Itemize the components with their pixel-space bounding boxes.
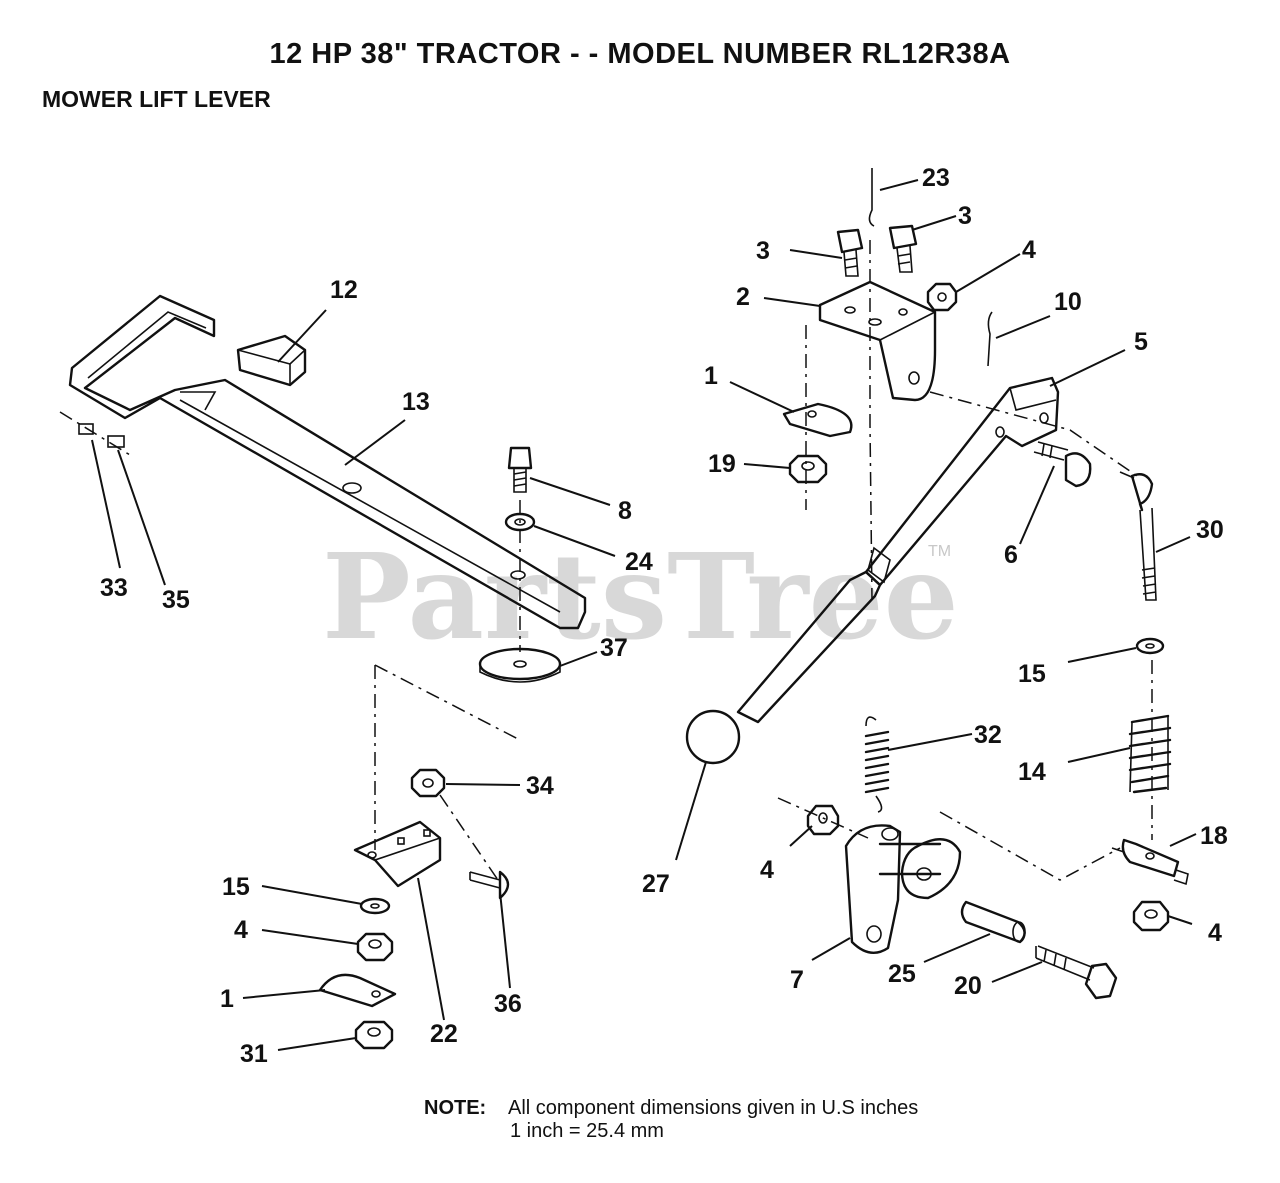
leader-lines [91,179,1197,1051]
label-23: 23 [922,164,950,192]
label-19: 19 [708,450,736,478]
label-25: 25 [888,960,916,988]
label-5: 5 [1134,328,1148,356]
label-20: 20 [954,972,982,1000]
label-33: 33 [100,574,128,602]
label-10: 10 [1054,288,1082,316]
ferrule-18 [1111,838,1189,886]
label-3-right: 3 [958,202,972,230]
label-27: 27 [642,870,670,898]
pin-33 [78,423,94,435]
pin-23 [868,168,875,227]
bolt-20 [1035,945,1118,1000]
label-4-mid: 4 [760,856,774,884]
label-18: 18 [1200,822,1228,850]
label-31: 31 [240,1040,268,1068]
label-12: 12 [330,276,358,304]
bolt-3-left [836,228,864,277]
watermark-trademark: TM [928,543,951,560]
label-34: 34 [526,772,554,800]
diagram-title: 12 HP 38" TRACTOR - - MODEL NUMBER RL12R… [269,38,1011,70]
spacer-tube-25 [960,900,1026,944]
label-13: 13 [402,388,430,416]
label-6: 6 [1004,541,1018,569]
watermark-text: PartsTree [322,527,959,666]
washer-15-right [1135,637,1165,655]
nut-4-bottom-right [1132,900,1170,932]
label-4-top: 4 [1022,236,1036,264]
eye-rod-30 [1119,471,1157,601]
bolt-36 [469,870,510,900]
nut-4-mid [806,804,840,836]
callout-labels: 12 13 33 35 8 24 37 34 15 4 1 31 22 36 2… [100,164,1228,1068]
shoulder-bolt-6 [1033,441,1092,488]
washer-15-left [359,897,391,915]
note-line-2: 1 inch = 25.4 mm [510,1120,664,1142]
note-label: NOTE: [424,1097,487,1119]
clip-1-left [318,973,397,1008]
compression-spring-14 [1128,714,1172,794]
label-7: 7 [790,966,804,994]
section-title: MOWER LIFT LEVER [42,86,271,112]
lift-handle-13 [68,294,587,630]
bracket-2 [818,280,937,402]
spacer-disc-37 [478,647,562,683]
label-37: 37 [600,634,628,662]
label-1-upper: 1 [704,362,718,390]
label-32: 32 [974,721,1002,749]
knob-27 [685,709,741,765]
nut-31 [354,1020,394,1050]
nut-4-left [356,932,394,962]
label-22: 22 [430,1020,458,1048]
note-line-1: All component dimensions given in U.S in… [508,1097,919,1119]
label-30: 30 [1196,516,1224,544]
nut-19 [788,454,828,484]
pivot-bracket-7 [844,824,962,954]
label-2: 2 [736,283,750,311]
label-14: 14 [1018,758,1046,786]
bolt-8 [507,446,533,493]
cotter-pin-10 [987,311,993,367]
nut-34 [410,768,446,798]
pin-35 [107,435,125,448]
label-15-right: 15 [1018,660,1046,688]
label-15-left: 15 [222,873,250,901]
extension-spring-32 [864,716,890,813]
label-4-bottom-right: 4 [1208,919,1222,947]
label-8: 8 [618,497,632,525]
label-1-left: 1 [220,985,234,1013]
label-3-left: 3 [756,237,770,265]
dimension-note: NOTE: All component dimensions given in U… [424,1097,918,1143]
bracket-22 [353,820,442,888]
nut-4-top [926,282,958,312]
lift-lever-5 [736,376,1060,724]
label-24: 24 [625,548,653,576]
label-4-left: 4 [234,916,248,944]
label-35: 35 [162,586,190,614]
label-36: 36 [494,990,522,1018]
clip-1-upper [782,402,853,438]
bolt-3-right [888,224,918,273]
grip-pad-12 [236,334,307,387]
